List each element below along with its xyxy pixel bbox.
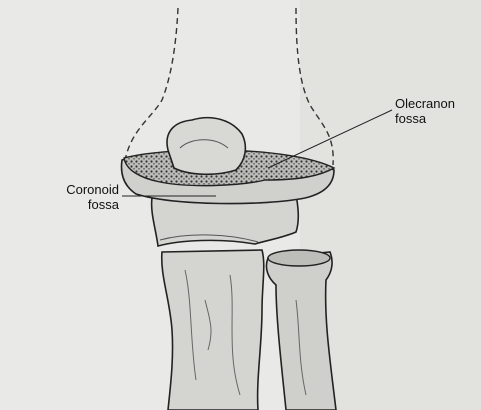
ulna-shaft xyxy=(162,250,264,410)
label-olecranon-line2: fossa xyxy=(395,111,455,126)
label-coronoid-line2: fossa xyxy=(27,197,119,212)
label-olecranon-line1: Olecranon xyxy=(395,96,455,111)
label-coronoid-fossa: Coronoid fossa xyxy=(27,182,119,212)
radial-head xyxy=(268,250,330,266)
label-coronoid-line1: Coronoid xyxy=(27,182,119,197)
olecranon-process xyxy=(167,118,245,175)
label-olecranon-fossa: Olecranon fossa xyxy=(395,96,455,126)
